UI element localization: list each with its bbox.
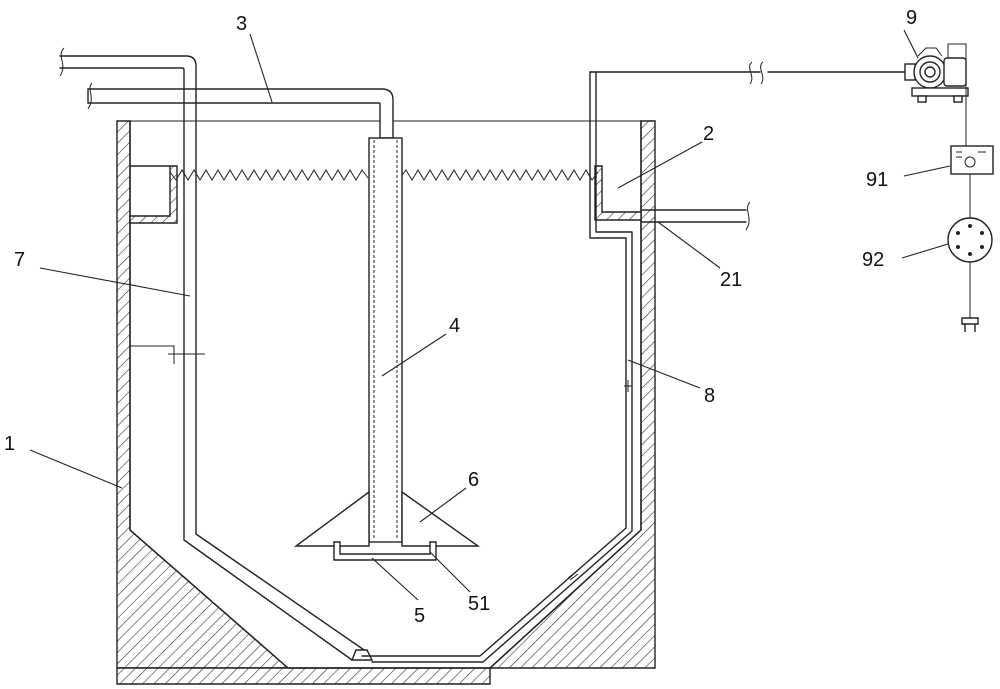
label-92: 92 <box>862 249 884 271</box>
label-8: 8 <box>704 385 715 407</box>
leader-3 <box>249 33 273 103</box>
label-5: 5 <box>414 605 425 627</box>
air-line-outer <box>361 71 627 657</box>
pump <box>904 47 969 103</box>
sludge-pipe-break <box>59 47 65 77</box>
right-sawtooth-weir <box>399 169 599 181</box>
leader-1 <box>29 449 123 489</box>
label-6: 6 <box>468 469 479 491</box>
label-21: 21 <box>720 269 742 291</box>
leader-8 <box>627 359 701 389</box>
leader-51 <box>429 551 471 593</box>
air-line-inner <box>371 71 633 663</box>
leader-2 <box>617 141 703 189</box>
air-line-break <box>749 61 764 85</box>
distributor-cup <box>333 541 437 561</box>
reflection-cone-right <box>401 490 481 547</box>
label-7: 7 <box>14 249 25 271</box>
pump-power-line <box>947 43 967 146</box>
label-2: 2 <box>703 123 714 145</box>
air-line-check <box>567 571 579 581</box>
leader-21 <box>657 221 721 269</box>
left-trough <box>129 165 178 224</box>
outlet-pipe-break <box>745 201 751 231</box>
leader-5 <box>371 557 419 601</box>
sludge-pipe-mouth <box>350 649 374 661</box>
leader-4 <box>381 333 447 377</box>
leader-92 <box>901 243 949 259</box>
timer-switch <box>947 217 993 263</box>
tank-bottom-slab <box>116 667 491 685</box>
sludge-pipe-outer <box>59 55 368 653</box>
label-91: 91 <box>866 169 888 191</box>
tank-left-wall <box>116 120 290 669</box>
sludge-branch <box>130 345 175 364</box>
tank-right-wall <box>488 120 656 669</box>
leader-7 <box>39 267 191 297</box>
label-1: 1 <box>4 433 15 455</box>
inlet-pipe <box>87 88 394 139</box>
label-4: 4 <box>449 315 460 337</box>
power-plug-icon <box>961 317 979 332</box>
leader-6 <box>419 487 467 523</box>
leader-9 <box>903 29 919 59</box>
collection-trough <box>594 165 642 221</box>
air-line-valve <box>624 380 632 392</box>
leader-91 <box>903 165 951 177</box>
reflection-cone <box>293 490 370 547</box>
label-51: 51 <box>468 593 490 615</box>
label-9: 9 <box>906 7 917 29</box>
inlet-pipe-break <box>87 82 93 110</box>
label-3: 3 <box>236 13 247 35</box>
tank-inner-profile <box>129 120 642 669</box>
outlet-pipe <box>640 209 747 223</box>
sludge-pipe-inner <box>59 67 353 661</box>
left-sawtooth-weir <box>169 169 369 181</box>
controller <box>950 145 994 175</box>
